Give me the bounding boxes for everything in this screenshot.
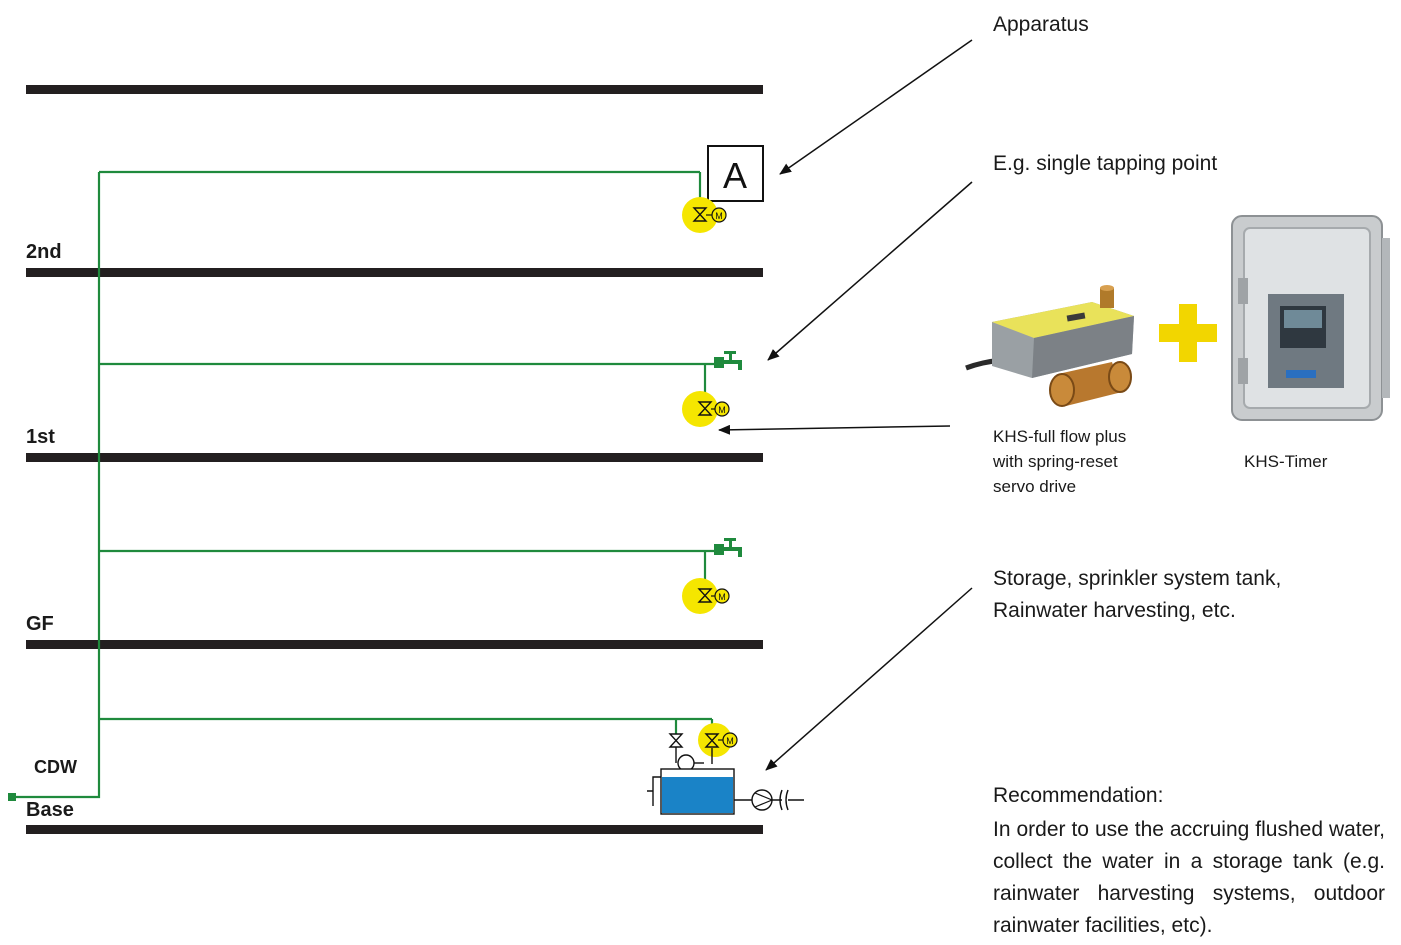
tap-icon — [714, 538, 742, 557]
supply-inlet — [8, 793, 16, 801]
flush-valve-1st: M — [682, 391, 730, 427]
floor-slab-1st — [26, 453, 763, 462]
floor-label-2nd: 2nd — [26, 241, 62, 263]
svg-text:M: M — [726, 736, 734, 746]
apparatus-symbol: A — [723, 155, 747, 196]
floor-label-base: Base — [26, 799, 74, 821]
supply-label-cdw: CDW — [34, 757, 77, 777]
tank-water — [662, 777, 733, 813]
flush-valve-gf: M — [682, 578, 730, 614]
annotation-storage-line2: Rainwater harvesting, etc. — [993, 599, 1236, 622]
annotation-tapping-point: E.g. single tapping point — [993, 152, 1218, 175]
arrow-flush-valve — [718, 424, 951, 435]
annotation-arrows — [718, 39, 973, 771]
valve-caption-line2: with spring-reset — [993, 452, 1118, 471]
annotation-apparatus: Apparatus — [993, 13, 1089, 36]
recommendation-body: In order to use the accruing flushed wat… — [993, 818, 1385, 937]
roof-slab — [26, 85, 763, 94]
flexible-connector-icon — [772, 789, 804, 811]
floor-slabs — [26, 85, 763, 834]
floor-label-1st: 1st — [26, 426, 55, 448]
svg-text:M: M — [718, 405, 726, 415]
motor-icon — [714, 588, 730, 604]
floor-slab-2nd — [26, 268, 763, 277]
motor-icon — [714, 401, 730, 417]
motor-icon — [711, 207, 727, 223]
motor-icon — [722, 732, 738, 748]
arrow-tapping-point — [767, 181, 973, 361]
servo-valve-image — [965, 285, 1134, 407]
manual-valve-icon — [668, 733, 684, 748]
flush-valve-base: M — [698, 723, 738, 757]
arrow-storage — [765, 587, 973, 771]
annotation-storage-line1: Storage, sprinkler system tank, — [993, 567, 1282, 590]
supply-pipes — [12, 170, 716, 799]
plus-icon — [1159, 304, 1217, 362]
tap-icon — [714, 351, 742, 370]
overflow-icon — [647, 776, 661, 806]
recommendation-title: Recommendation: — [993, 784, 1164, 807]
riser-pipe — [12, 172, 101, 799]
valve-caption-line1: KHS-full flow plus — [993, 427, 1127, 446]
svg-text:M: M — [715, 211, 723, 221]
timer-caption: KHS-Timer — [1244, 452, 1328, 471]
svg-text:M: M — [718, 592, 726, 602]
valve-caption: KHS-full flow plus with spring-reset ser… — [993, 424, 1126, 499]
floor-slab-gf — [26, 640, 763, 649]
valve-caption-line3: servo drive — [993, 477, 1077, 496]
arrow-apparatus — [779, 39, 973, 175]
apparatus-box: A — [707, 145, 764, 202]
flush-valve-2nd: M — [682, 197, 727, 233]
storage-tank-assembly — [647, 733, 804, 815]
annotation-storage: Storage, sprinkler system tank, Rainwate… — [993, 563, 1281, 627]
timer-image — [1231, 215, 1390, 421]
floor-slab-base — [26, 825, 763, 834]
floor-label-gf: GF — [26, 613, 54, 635]
